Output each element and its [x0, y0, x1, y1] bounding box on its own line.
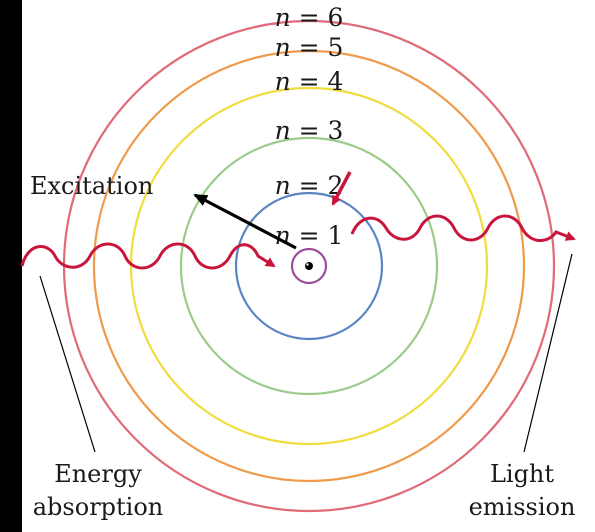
nucleus-icon — [305, 262, 313, 270]
energy-absorption-label-line2: absorption — [33, 493, 164, 521]
light-emission-label-line1: Light — [490, 460, 554, 488]
absorbed-photon-wave — [20, 242, 276, 270]
level-label-n4: n = 4 — [275, 67, 344, 96]
emitted-photon-wave — [350, 214, 576, 242]
energy-absorption-label-line1: Energy — [54, 460, 142, 488]
level-label-n5: n = 5 — [275, 33, 344, 62]
light-emission-pointer — [523, 253, 573, 453]
orbit-n3 — [179, 136, 439, 396]
level-label-n3: n = 3 — [275, 116, 344, 145]
orbit-n4 — [129, 86, 489, 446]
level-label-n2: n = 2 — [275, 171, 344, 200]
excitation-label: Excitation — [30, 172, 153, 200]
orbit-n2 — [234, 191, 384, 341]
excitation-arrow — [193, 193, 297, 250]
level-label-n6: n = 6 — [275, 3, 344, 32]
energy-absorption-pointer — [39, 275, 96, 453]
orbit-n1 — [290, 247, 328, 285]
level-label-n1: n = 1 — [275, 221, 344, 250]
relaxation-arrow — [331, 171, 352, 206]
light-emission-label-line2: emission — [469, 493, 576, 521]
orbit-n5 — [92, 49, 526, 483]
